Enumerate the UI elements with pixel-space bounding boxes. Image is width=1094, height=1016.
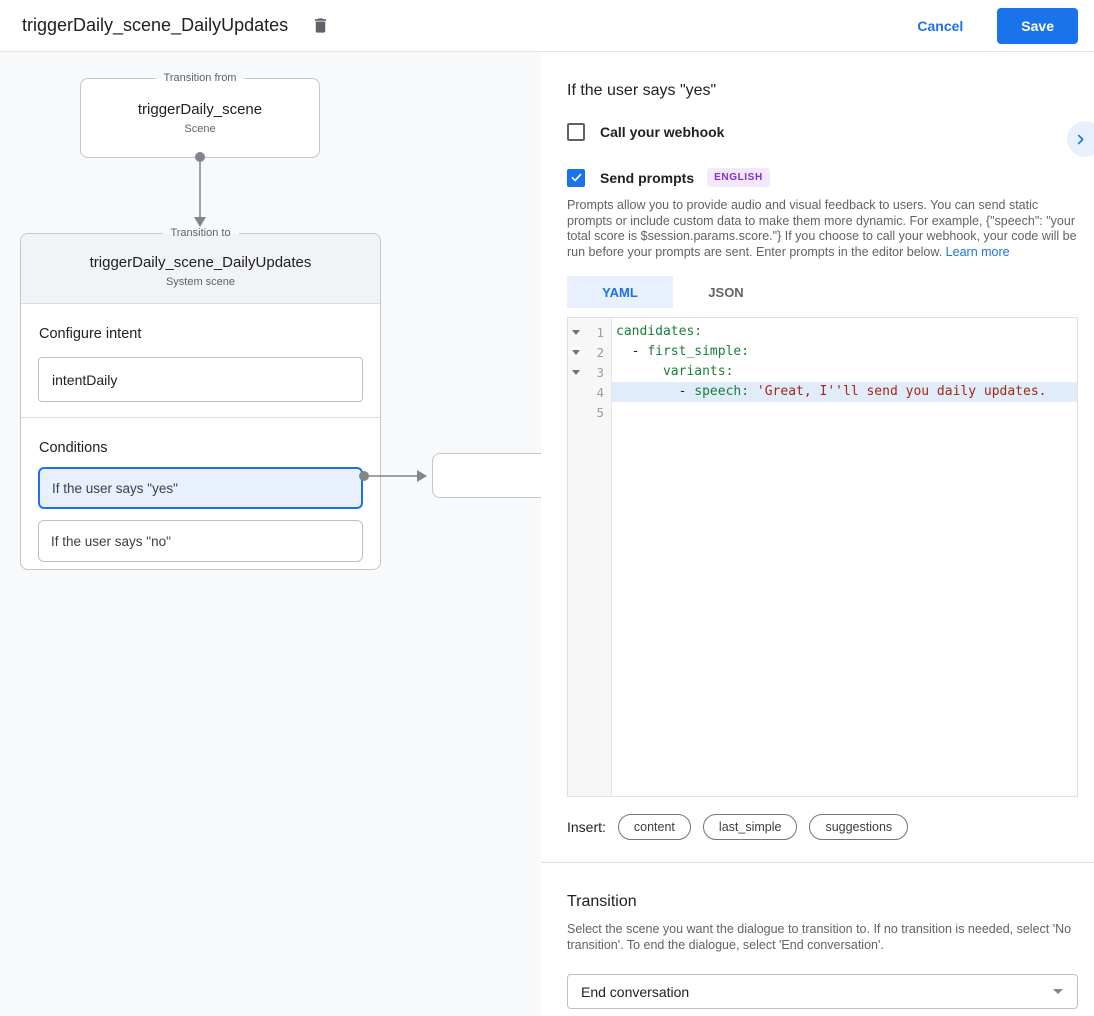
insert-pill-suggestions[interactable]: suggestions [809,814,909,840]
trash-icon [311,16,330,35]
line-number: 3 [596,364,604,380]
save-button[interactable]: Save [997,7,1078,44]
prompts-description-text: Prompts allow you to provide audio and v… [567,198,1077,259]
conditions-label: Conditions [39,440,108,456]
code-line-3[interactable]: variants: [612,362,1077,382]
insert-pill-last_simple[interactable]: last_simple [702,814,798,840]
insert-label: Insert: [567,819,606,835]
gutter-row: 3 [568,362,611,382]
token-key: speech: [694,384,757,399]
token-key: candidates: [616,324,703,339]
conditions-list: If the user says "yes" If the user says "… [21,467,380,562]
section-divider [541,862,1094,863]
collapse-panel-button[interactable] [1067,121,1094,157]
webhook-row: Call your webhook [567,123,1079,141]
transition-from-node[interactable]: Transition from triggerDaily_scene Scene [80,71,320,158]
transition-section-title: Transition [567,893,637,910]
transition-select-value: End conversation [581,983,690,1000]
to-scene-header: triggerDaily_scene_DailyUpdates System s… [21,234,380,304]
token-plain [616,364,663,379]
insert-pills: content last_simple suggestions [606,814,909,840]
to-scene-type: System scene [165,276,236,288]
language-badge: ENGLISH [707,168,770,187]
code-lines[interactable]: candidates: - first_simple: variants: - … [612,318,1077,796]
configure-intent-label: Configure intent [39,326,142,342]
caret-down-icon [1053,989,1063,994]
arrowhead-right-icon [417,470,427,482]
code-line-2[interactable]: - first_simple: [612,342,1077,362]
prompts-description: Prompts allow you to provide audio and v… [567,198,1079,260]
prompt-code-editor[interactable]: 1 2 3 4 5 candidates: - first_simple: varian… [567,317,1078,797]
intent-conditions-divider [21,417,380,418]
token-plain: - [616,384,695,399]
code-line-1[interactable]: candidates: [612,322,1077,342]
gutter-row: 1 [568,322,611,342]
token-string: 'Great, I''ll send you daily updates. [756,384,1047,399]
chevron-right-icon [1073,132,1088,147]
insert-row: Insert: content last_simple suggestions [567,814,1079,840]
webhook-checkbox[interactable] [567,123,585,141]
line-number: 1 [596,324,604,340]
fold-triangle [572,369,580,375]
fold-arrow-icon[interactable] [568,369,582,375]
condition-item[interactable]: If the user says "no" [38,520,363,562]
fold-triangle [572,349,580,355]
line-number: 5 [596,404,604,420]
gutter-row: 5 [568,402,611,422]
send-prompts-row: Send prompts ENGLISH [567,168,1079,187]
panel-title: If the user says "yes" [567,82,717,99]
transition-from-legend: Transition from [155,71,245,86]
transition-to-legend: Transition to [162,226,239,241]
gutter-row: 2 [568,342,611,362]
line-number: 2 [596,344,604,360]
send-prompts-checkbox[interactable] [567,168,585,187]
insert-pill-content[interactable]: content [617,814,691,840]
condition-detail-panel: If the user says "yes" Call your webhook… [541,52,1094,1016]
webhook-label: Call your webhook [600,124,725,140]
intent-input[interactable]: intentDaily [38,357,363,402]
token-key: first_simple: [647,344,750,359]
fold-arrow-icon[interactable] [568,329,582,335]
from-scene-name: triggerDaily_scene [137,101,263,118]
gutter-row: 4 [568,382,611,402]
code-line-5[interactable] [612,402,1077,422]
tab-yaml[interactable]: YAML [567,276,673,308]
scene-flow-canvas: Transition from triggerDaily_scene Scene… [0,52,541,1016]
code-line-4[interactable]: - speech: 'Great, I''ll send you daily u… [612,382,1077,402]
condition-item[interactable]: If the user says "yes" [38,467,363,509]
page-title: triggerDaily_scene_DailyUpdates [22,15,289,35]
learn-more-link[interactable]: Learn more [945,244,1010,259]
send-prompts-label: Send prompts [600,169,695,186]
fold-triangle [572,329,580,335]
line-number: 4 [596,384,604,400]
fold-arrow-icon[interactable] [568,349,582,355]
delete-scene-button[interactable] [306,12,334,40]
token-plain: - [616,344,648,359]
to-scene-name: triggerDaily_scene_DailyUpdates [89,254,312,271]
cancel-button[interactable]: Cancel [917,17,964,34]
top-bar: triggerDaily_scene_DailyUpdates Cancel S… [0,0,1094,52]
transition-to-node: Transition to triggerDaily_scene_DailyUp… [20,226,381,570]
checkmark-icon [570,171,583,184]
transition-description: Select the scene you want the dialogue t… [567,922,1072,952]
editor-gutter: 1 2 3 4 5 [568,318,612,796]
condition-target-node[interactable] [432,453,541,498]
from-scene-type: Scene [184,123,216,135]
main-split: Transition from triggerDaily_scene Scene… [0,52,1094,1016]
editor-format-tabs: YAML JSON [567,276,1079,308]
token-key: variants: [662,364,734,379]
tab-json[interactable]: JSON [708,284,744,300]
transition-select[interactable]: End conversation [567,974,1078,1009]
